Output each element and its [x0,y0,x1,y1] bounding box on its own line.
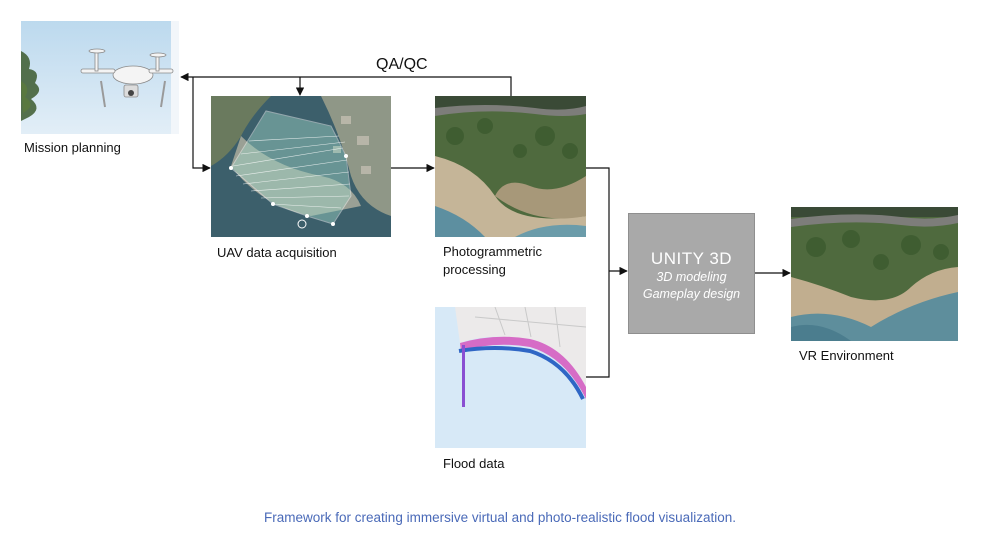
photogrammetric-label-line2: processing [443,262,506,277]
uav-acquisition-label: UAV data acquisition [217,245,337,260]
unity-3d-box: UNITY 3D 3D modeling Gameplay design [628,213,755,334]
figure-caption: Framework for creating immersive virtual… [264,510,736,525]
vr-environment-label: VR Environment [799,348,894,363]
mission-planning-label: Mission planning [24,140,121,155]
flood-data-map [435,307,586,448]
unity-title: UNITY 3D [650,249,733,268]
drone-photo [21,21,179,134]
qa-qc-label: QA/QC [376,56,428,73]
unity-subtitle-modeling: 3D modeling [656,270,727,284]
photogrammetric-label-line1: Photogrammetric [443,244,542,259]
flood-data-label: Flood data [443,456,505,471]
uav-acquisition-image [211,96,391,237]
photogrammetric-image [435,96,586,237]
vr-environment-image [791,207,958,341]
unity-subtitle-gameplay: Gameplay design [642,287,741,301]
